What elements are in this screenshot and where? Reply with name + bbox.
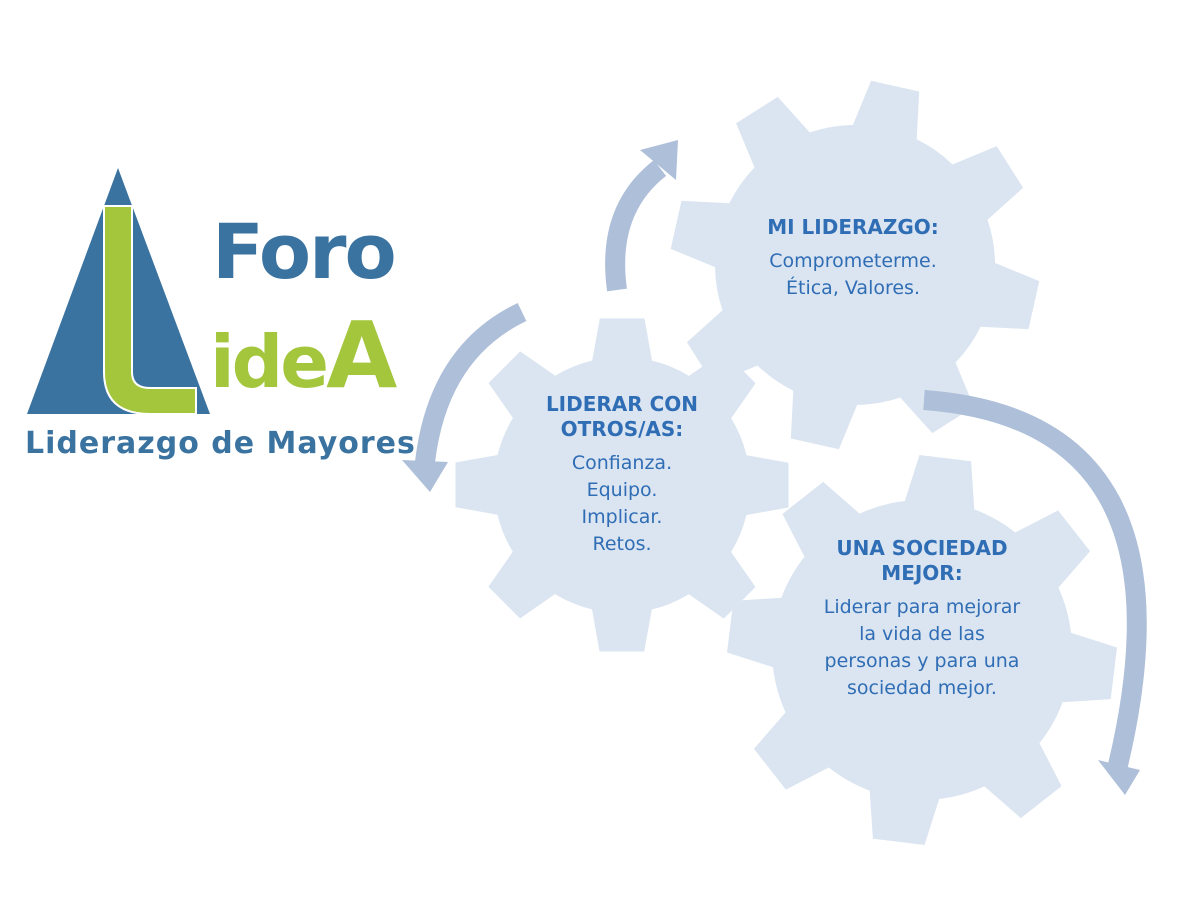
gear-line: Ética, Valores. [786,277,920,299]
logo-word-foro: Foro [212,207,397,296]
gear-una-sociedad-mejor [727,455,1117,845]
gear-line: Confianza. [571,452,673,474]
arrow-to-mi-liderazgo [605,140,678,292]
logo-mark [27,168,210,415]
gear-title: MI LIDERAZGO: [767,215,939,239]
gear-title-line: LIDERAR CON [545,392,699,416]
logo-tagline: Liderazgo de Mayores [25,426,416,461]
gear-line: Equipo. [586,479,658,501]
arrow-to-liderar [402,302,527,492]
logo-word-idea: ideA [210,296,397,422]
logo-idea-mid: ide [210,320,329,404]
gear-title-line: UNA SOCIEDAD [836,536,1008,560]
gear-text-mi-liderazgo: MI LIDERAZGO: Comprometerme. Ética, Valo… [723,215,983,302]
gear-title-line: OTROS/AS: [560,417,684,441]
gear-line: Comprometerme. [769,250,937,272]
arrow-to-sociedad [923,390,1147,795]
gear-title-line: MEJOR: [881,561,963,585]
logo-idea-a: A [326,302,397,409]
logo-letter-l [103,205,197,415]
gear-line: Implicar. [581,506,663,528]
gear-line: sociedad mejor. [847,677,997,699]
gear-line: Retos. [592,533,652,555]
gear-line: Liderar para mejorar [823,596,1021,618]
gear-line: la vida de las [859,623,985,645]
gear-line: personas y para una [824,650,1020,672]
gear-mi-liderazgo [670,80,1040,450]
gear-liderar-con-otros [455,318,789,652]
